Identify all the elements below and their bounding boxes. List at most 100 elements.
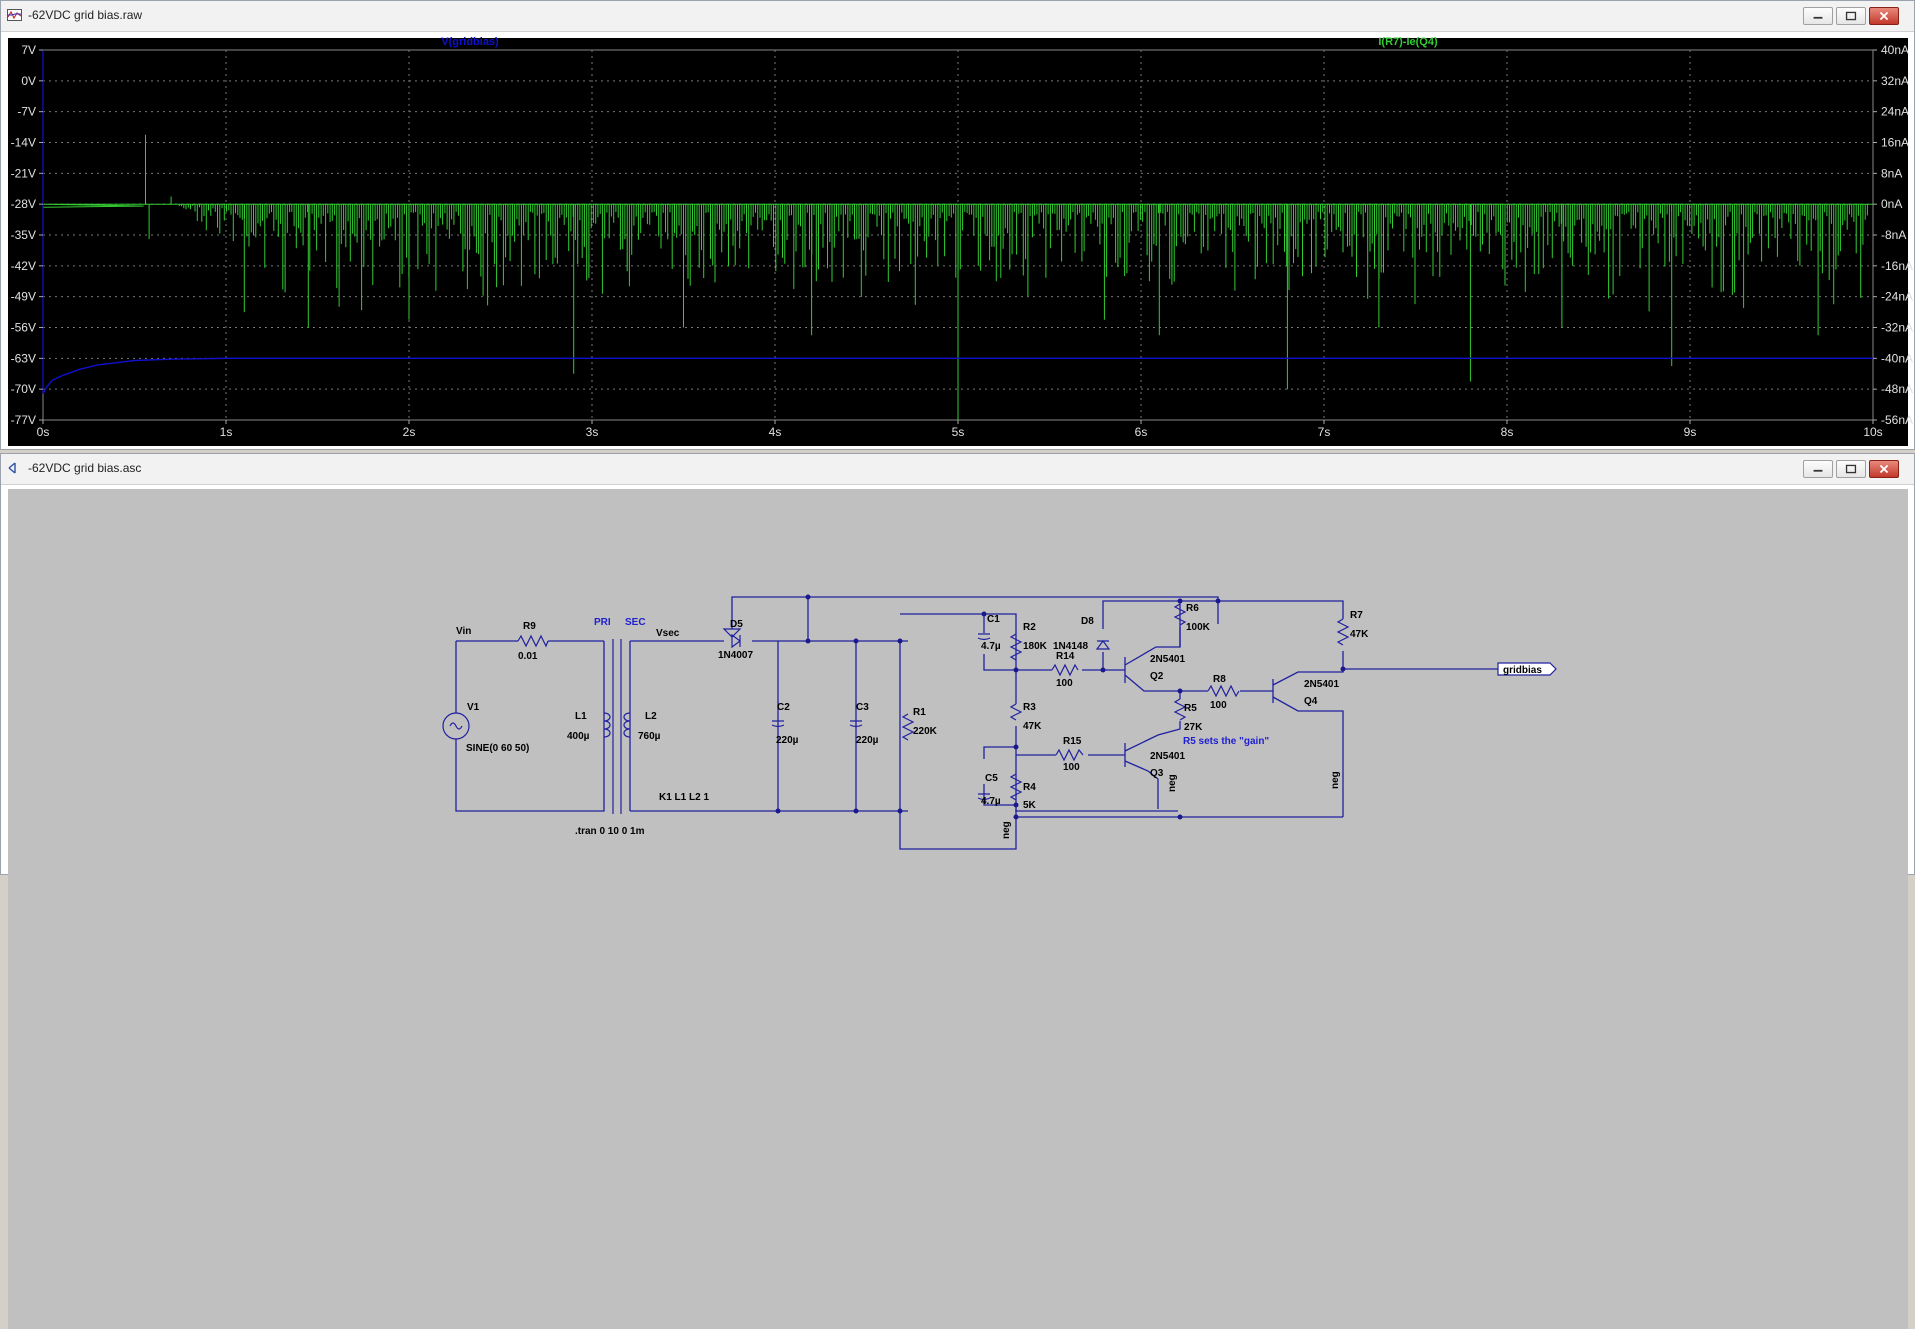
waveform-icon	[7, 9, 22, 21]
label-d5: D5	[730, 619, 743, 630]
label-q4: Q4	[1304, 696, 1318, 707]
label-neg-1: neg	[1001, 821, 1012, 839]
label-r15-value: 100	[1063, 762, 1080, 773]
waveform-plot-area[interactable]: V(gridbias) I(R7)-Ie(Q4) 0s 1s 2s 3s 4s 5s 6s 7…	[8, 36, 1913, 446]
y-left-tick-label: -28V	[11, 197, 36, 211]
x-tick-label: 8s	[1501, 425, 1514, 439]
label-r5-value: 27K	[1184, 722, 1203, 733]
label-d5-value: 1N4007	[718, 650, 753, 661]
label-v1-value: SINE(0 60 50)	[466, 743, 529, 754]
label-q2-type: 2N5401	[1150, 654, 1185, 665]
y-right-tick-label: 32nA	[1881, 74, 1909, 88]
x-tick-label: 2s	[403, 425, 416, 439]
schematic-drawing[interactable]: Vin R9 0.01 PRI SEC Vsec D5 1N4007 V1 SI…	[8, 489, 1908, 876]
label-l2: L2	[645, 711, 657, 722]
label-k1: K1 L1 L2 1	[659, 792, 709, 803]
label-r1-value: 220K	[913, 726, 938, 737]
x-tick-label: 3s	[586, 425, 599, 439]
y-right-tick-label: -48nA	[1881, 382, 1913, 396]
close-button[interactable]	[1869, 460, 1899, 478]
label-c3: C3	[856, 702, 869, 713]
trace-current-line[interactable]	[42, 134, 1874, 420]
waveform-window-title: -62VDC grid bias.raw	[28, 8, 143, 22]
close-button[interactable]	[1869, 7, 1899, 25]
y-right-tick-label: 8nA	[1881, 166, 1902, 180]
minimize-button[interactable]	[1803, 460, 1833, 478]
x-tick-label: 0s	[37, 425, 50, 439]
label-r3: R3	[1023, 702, 1036, 713]
schematic-titlebar[interactable]: -62VDC grid bias.asc	[1, 454, 1914, 485]
x-tick-label: 4s	[769, 425, 782, 439]
y-left-tick-label: -7V	[17, 105, 36, 119]
trace-label-vgridbias[interactable]: V(gridbias)	[441, 36, 499, 48]
maximize-button[interactable]	[1836, 460, 1866, 478]
waveform-chart[interactable]: V(gridbias) I(R7)-Ie(Q4) 0s 1s 2s 3s 4s 5s 6s 7…	[8, 36, 1913, 446]
label-r14-value: 100	[1056, 678, 1073, 689]
y-left-tick-label: -77V	[11, 413, 36, 427]
trace-label-current[interactable]: I(R7)-Ie(Q4)	[1378, 36, 1438, 48]
x-tick-label: 5s	[952, 425, 965, 439]
y-left-tick-label: -35V	[11, 228, 36, 242]
y-left-tick-label: 0V	[21, 74, 36, 88]
label-q3-type: 2N5401	[1150, 751, 1185, 762]
label-c2: C2	[777, 702, 790, 713]
y-right-tick-label: -32nA	[1881, 321, 1913, 335]
label-c1-value: 4.7µ	[981, 641, 1001, 652]
label-q4-type: 2N5401	[1304, 679, 1339, 690]
label-vin: Vin	[456, 626, 471, 637]
label-l1-value: 400µ	[567, 731, 590, 742]
label-r14: R14	[1056, 651, 1075, 662]
minimize-button[interactable]	[1803, 7, 1833, 25]
label-d8: D8	[1081, 616, 1094, 627]
y-right-tick-label: 16nA	[1881, 136, 1909, 150]
label-r3-value: 47K	[1023, 721, 1042, 732]
y-left-tick-label: -63V	[11, 351, 36, 365]
label-c3-value: 220µ	[856, 735, 879, 746]
y-left-tick-label: 7V	[21, 43, 36, 57]
label-sec: SEC	[625, 617, 646, 628]
label-r15: R15	[1063, 736, 1082, 747]
y-left-tick-label: -49V	[11, 290, 36, 304]
x-tick-label: 1s	[220, 425, 233, 439]
y-left-tick-label: -56V	[11, 321, 36, 335]
y-left-tick-label: -42V	[11, 259, 36, 273]
label-r4: R4	[1023, 782, 1036, 793]
label-l1: L1	[575, 711, 587, 722]
y-left-tick-label: -21V	[11, 166, 36, 180]
label-tran: .tran 0 10 0 1m	[575, 826, 645, 837]
x-tick-label: 6s	[1135, 425, 1148, 439]
label-r1: R1	[913, 707, 926, 718]
label-r5-note: R5 sets the "gain"	[1183, 736, 1269, 747]
label-neg-2: neg	[1167, 774, 1178, 792]
label-c1: C1	[987, 614, 1000, 625]
y-right-tick-label: -8nA	[1881, 228, 1906, 242]
label-q2: Q2	[1150, 671, 1164, 682]
y-right-tick-label: 0nA	[1881, 197, 1902, 211]
y-right-tick-label: -16nA	[1881, 259, 1913, 273]
label-c5: C5	[985, 773, 998, 784]
x-tick-label: 10s	[1863, 425, 1882, 439]
schematic-canvas[interactable]: Vin R9 0.01 PRI SEC Vsec D5 1N4007 V1 SI…	[8, 489, 1908, 1329]
waveform-window: -62VDC grid bias.raw V(gridbias) I(R7)-I…	[0, 0, 1915, 450]
label-gridbias-port[interactable]: gridbias	[1503, 665, 1542, 676]
label-q3: Q3	[1150, 768, 1164, 779]
waveform-titlebar[interactable]: -62VDC grid bias.raw	[1, 1, 1914, 32]
schematic-components	[442, 603, 1557, 814]
label-vsec: Vsec	[656, 628, 680, 639]
schematic-window: -62VDC grid bias.asc	[0, 453, 1915, 1329]
label-v1: V1	[467, 702, 480, 713]
maximize-button[interactable]	[1836, 7, 1866, 25]
y-right-tick-label: 40nA	[1881, 43, 1909, 57]
label-d8-value: 1N4148	[1053, 641, 1088, 652]
y-right-tick-label: -40nA	[1881, 351, 1913, 365]
label-r9: R9	[523, 621, 536, 632]
schematic-text: Vin R9 0.01 PRI SEC Vsec D5 1N4007 V1 SI…	[456, 603, 1542, 839]
schematic-window-title: -62VDC grid bias.asc	[28, 461, 142, 475]
trace-vgridbias-line[interactable]	[42, 357, 1873, 394]
y-right-tick-label: -56nA	[1881, 413, 1913, 427]
label-r2: R2	[1023, 622, 1036, 633]
label-r4-value: 5K	[1023, 800, 1037, 811]
y-right-tick-label: 24nA	[1881, 105, 1909, 119]
label-l2-value: 760µ	[638, 731, 661, 742]
x-tick-label: 7s	[1318, 425, 1331, 439]
